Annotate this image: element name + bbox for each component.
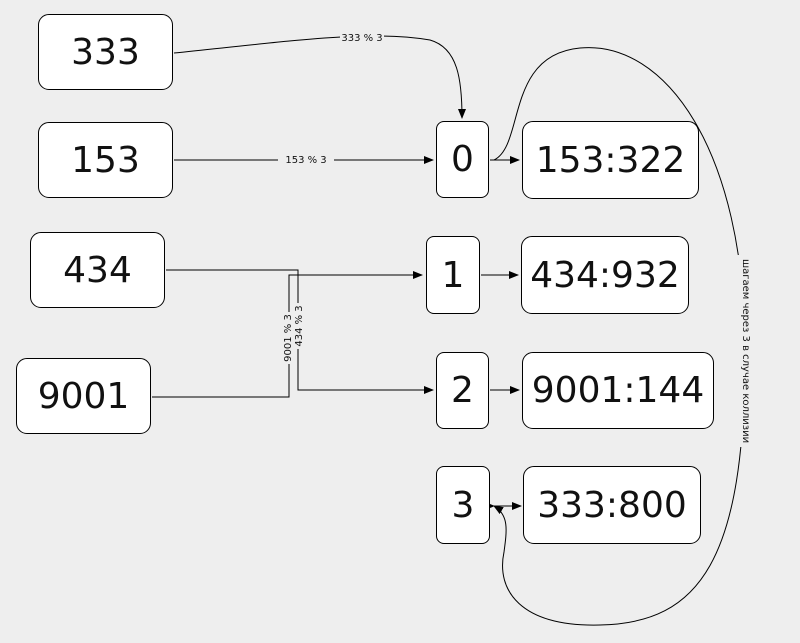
key-node-434: 434 bbox=[30, 232, 165, 308]
entry-node-0: 153:322 bbox=[522, 121, 699, 199]
edge-333-to-bucket-0 bbox=[173, 35, 466, 119]
entry-node-2: 9001:144 bbox=[522, 352, 714, 429]
entry-node-1: 434:932 bbox=[521, 236, 689, 314]
key-node-153: 153 bbox=[38, 122, 173, 198]
key-node-333: 333 bbox=[38, 14, 173, 90]
bucket-3: 3 bbox=[436, 466, 490, 544]
edge-label-434: 434 % 3 bbox=[294, 305, 305, 346]
bucket-0: 0 bbox=[436, 121, 489, 198]
key-node-9001: 9001 bbox=[16, 358, 151, 434]
bucket-1: 1 bbox=[426, 236, 480, 314]
edge-label-153: 153 % 3 bbox=[285, 155, 326, 166]
bucket-2: 2 bbox=[436, 352, 489, 429]
edge-label-333: 333 % 3 bbox=[341, 33, 382, 44]
edge-label-collision: шагаем через 3 в случае коллизии bbox=[740, 259, 751, 443]
edge-label-9001: 9001 % 3 bbox=[283, 314, 294, 362]
entry-node-3: 333:800 bbox=[523, 466, 701, 544]
